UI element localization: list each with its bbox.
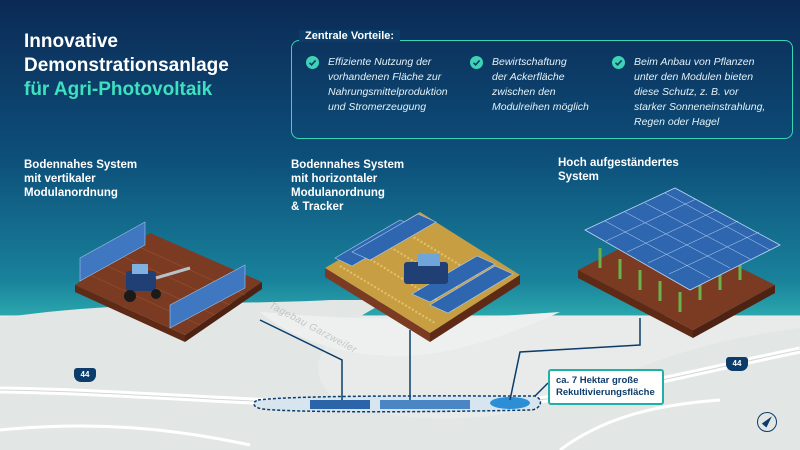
system-horizontal-illustration (325, 212, 520, 342)
highway-shield-right: 44 (726, 357, 748, 371)
area-callout: ca. 7 Hektar große Rekultivierungsfläche (548, 369, 664, 405)
recultivation-area (253, 395, 542, 413)
connector-lines (259, 318, 641, 401)
check-icon (612, 56, 625, 69)
benefit-item-2: Bewirtschaftung der Ackerfläche zwischen… (492, 56, 589, 113)
system-elevated-illustration (578, 187, 781, 338)
benefits-heading: Zentrale Vorteile: (299, 30, 401, 42)
check-icon (470, 56, 483, 69)
highway-shield-left: 44 (74, 368, 96, 382)
benefits-box (291, 40, 793, 139)
benefit-item-3: Beim Anbau von Pflanzen unter den Module… (634, 56, 766, 128)
system-vertical-illustration (75, 221, 262, 342)
benefit-item-1: Effiziente Nutzung der vorhandenen Fläch… (328, 56, 448, 113)
compass-icon (757, 412, 777, 432)
system-label-horizontal: Bodennahes System mit horizontaler Modul… (291, 159, 405, 213)
system-label-vertical: Bodennahes System mit vertikaler Modulan… (24, 159, 138, 199)
page-title: Innovative Demonstrationsanlage für Agri… (24, 31, 229, 100)
check-icon (306, 56, 319, 69)
system-label-elevated: Hoch aufgeständertes System (558, 157, 679, 183)
